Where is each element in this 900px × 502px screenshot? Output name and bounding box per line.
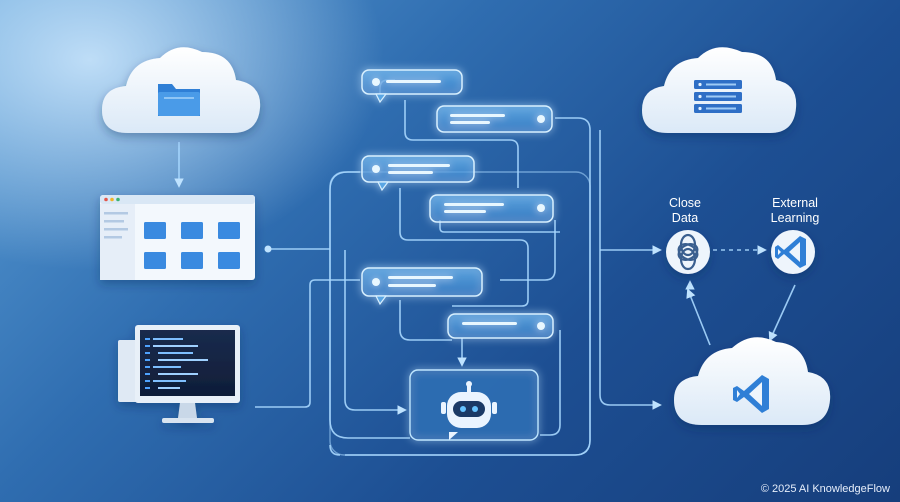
close-data-node	[666, 230, 710, 274]
chat-bubble	[361, 69, 463, 104]
chat-bubble	[436, 105, 553, 133]
close-data-label: Close Data	[669, 196, 701, 225]
openai-icon	[677, 233, 699, 271]
chat-bubble	[361, 267, 483, 306]
storage-cloud	[642, 47, 797, 134]
chat-bubble	[429, 194, 554, 223]
vscode-icon	[733, 375, 769, 413]
desktop-monitor	[118, 325, 240, 423]
chat-bubble	[447, 313, 554, 339]
chat-bubble	[361, 155, 475, 192]
robot-icon	[441, 381, 497, 440]
code-lines	[145, 338, 208, 389]
folder-grid	[144, 222, 240, 269]
external-learning-label: External Learning	[770, 196, 820, 225]
copyright-footer: © 2025 AI KnowledgeFlow	[760, 483, 890, 495]
folder-icon	[158, 84, 200, 116]
server-icon	[694, 80, 742, 113]
vscode-icon	[775, 236, 806, 268]
file-explorer-window	[100, 195, 255, 280]
destination-cloud	[674, 337, 831, 425]
